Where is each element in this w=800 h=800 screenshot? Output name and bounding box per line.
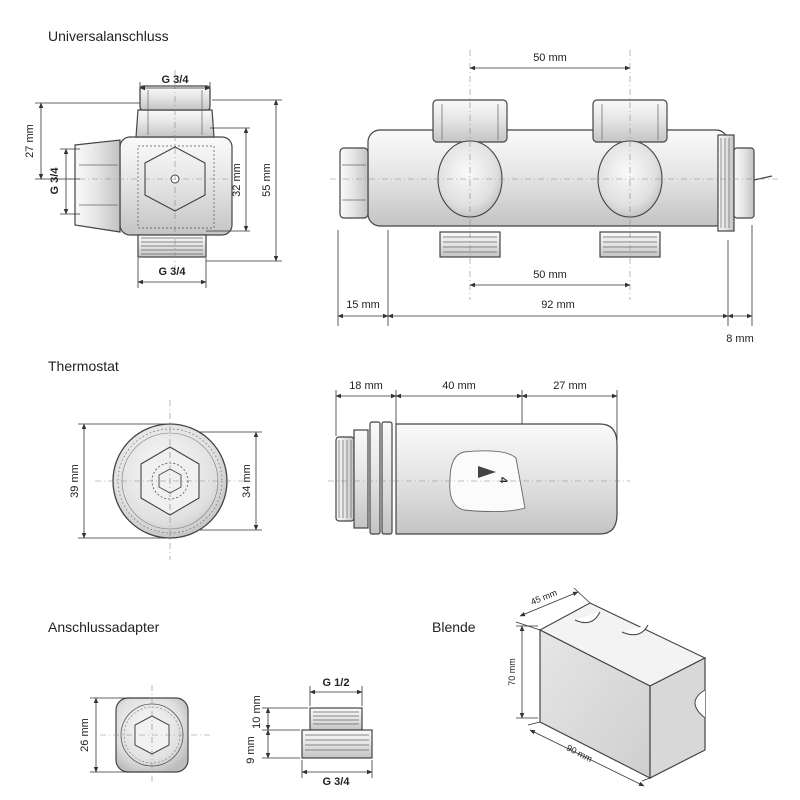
dim-universal-front-inner: 50 mm <box>533 269 567 281</box>
section-title-universal: Universalanschluss <box>48 28 169 44</box>
dim-universal-side-bottom-thread: G 3/4 <box>159 266 187 278</box>
dim-blende-height: 70 mm <box>507 658 517 686</box>
dim-adapter-side-top-thread: G 1/2 <box>323 677 350 689</box>
dim-blende-depth: 45 mm <box>529 587 558 607</box>
section-title-thermostat: Thermostat <box>48 358 119 374</box>
dim-universal-side-top-thread: G 3/4 <box>162 74 190 86</box>
thermostat-front-view: 39 mm 34 mm <box>69 400 262 560</box>
adapter-front-view: 26 mm <box>79 685 210 785</box>
adapter-side-view: G 1/2 G 3/4 10 mm 9 mm <box>245 677 373 788</box>
dim-universal-front-left: 15 mm <box>346 299 380 311</box>
section-title-adapter: Anschlussadapter <box>48 619 160 635</box>
dim-thermostat-front-inner: 34 mm <box>241 464 253 498</box>
dim-universal-front-top: 50 mm <box>533 52 567 64</box>
dim-thermostat-side-a: 18 mm <box>349 380 383 392</box>
thermostat-scale-mark: 4 <box>497 477 509 484</box>
universal-front-view: 50 mm 50 mm 15 mm 92 mm 8 mm <box>330 50 780 345</box>
dim-universal-front-right: 8 mm <box>726 333 754 345</box>
universal-side-bottom-thread-lines <box>141 237 203 255</box>
section-title-blende: Blende <box>432 619 476 635</box>
thermostat-side-view: 4 18 mm 40 mm 27 mm <box>328 380 630 535</box>
dim-universal-side-27: 27 mm <box>24 124 36 158</box>
dim-universal-side-55: 55 mm <box>261 163 273 197</box>
dim-adapter-side-bottom-thread: G 3/4 <box>323 776 351 788</box>
valve-left <box>432 99 508 258</box>
dim-adapter-side-lower: 9 mm <box>245 736 257 764</box>
dim-thermostat-front-outer: 39 mm <box>69 464 81 498</box>
dim-universal-front-total: 92 mm <box>541 299 575 311</box>
dim-adapter-side-upper: 10 mm <box>251 695 263 729</box>
dim-universal-side-left-thread: G 3/4 <box>49 167 61 195</box>
dim-universal-side-32: 32 mm <box>231 163 243 197</box>
blende-view: 45 mm 70 mm 90 mm <box>507 587 707 787</box>
dim-adapter-front: 26 mm <box>79 718 91 752</box>
dim-thermostat-side-b: 40 mm <box>442 380 476 392</box>
universal-side-view: G 3/4 G 3/4 27 mm 32 mm 55 mm <box>24 70 282 288</box>
dim-thermostat-side-c: 27 mm <box>553 380 587 392</box>
